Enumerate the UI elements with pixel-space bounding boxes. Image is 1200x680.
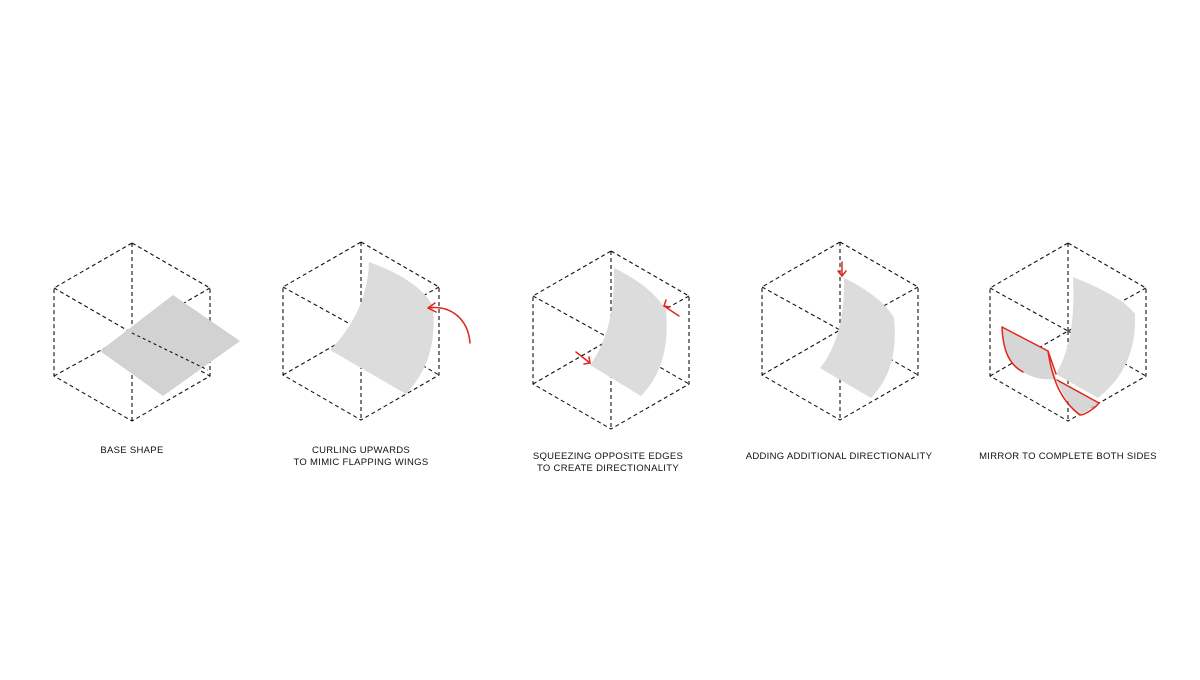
mirrored-wing-surface <box>1002 327 1099 415</box>
step-3-squeezing-figure <box>532 250 690 430</box>
step-5-mirror-figure <box>989 242 1147 422</box>
step-1-caption: BASE SHAPE <box>12 445 252 457</box>
directional-wing-surface <box>820 278 895 398</box>
squeeze-arrow-bottom <box>575 351 591 364</box>
squeeze-arrow-top <box>663 305 680 317</box>
caption-line: CURLING UPWARDS <box>311 445 411 456</box>
step-1-base-shape-figure <box>53 242 240 422</box>
caption-line: MIRROR TO COMPLETE BOTH SIDES <box>979 451 1157 462</box>
curling-arrow-head <box>427 302 437 313</box>
step-4-caption: ADDING ADDITIONAL DIRECTIONALITY <box>719 451 959 463</box>
step-5-caption: MIRROR TO COMPLETE BOTH SIDES <box>948 451 1188 463</box>
caption-line: BASE SHAPE <box>100 445 164 456</box>
caption-line: ADDING ADDITIONAL DIRECTIONALITY <box>745 451 933 462</box>
step-3-caption: SQUEEZING OPPOSITE EDGES TO CREATE DIREC… <box>488 451 728 475</box>
mirror-outline <box>1001 326 1100 416</box>
mirror-seam-line <box>1047 350 1057 375</box>
caption-line: TO CREATE DIRECTIONALITY <box>537 463 679 474</box>
curled-wing-surface <box>330 262 434 394</box>
caption-line: SQUEEZING OPPOSITE EDGES <box>532 451 684 462</box>
caption-line: TO MIMIC FLAPPING WINGS <box>293 457 429 468</box>
base-plane-surface <box>100 295 240 396</box>
step-4-directionality-figure <box>761 241 919 421</box>
original-wing-surface <box>1056 277 1136 398</box>
hidden-edge-through-plane <box>131 332 209 371</box>
step-2-caption: CURLING UPWARDS TO MIMIC FLAPPING WINGS <box>241 445 481 469</box>
step-2-curling-figure <box>282 241 471 421</box>
squeezed-wing-surface <box>590 268 667 396</box>
curling-arrow <box>427 306 471 344</box>
